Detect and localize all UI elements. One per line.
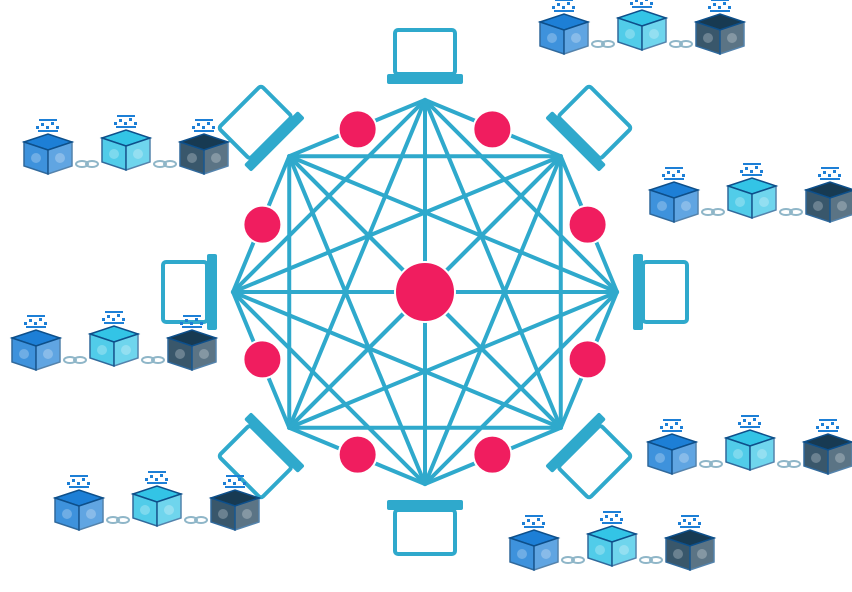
blockchain-block-icon <box>23 118 73 175</box>
blockchain-block-icon <box>54 474 104 531</box>
blockchain-block-icon <box>665 514 715 571</box>
blockchain-block-icon <box>803 418 852 475</box>
node-circle <box>337 434 378 475</box>
node-circle <box>472 434 513 475</box>
chain-link-icon <box>184 516 208 524</box>
node-circle <box>567 339 608 380</box>
node-circle <box>242 339 283 380</box>
blockchain-block-icon <box>805 166 852 223</box>
network-spoke <box>287 154 427 294</box>
blockchain-block-icon <box>132 470 182 527</box>
blockchain-group <box>649 162 852 223</box>
chain-link-icon <box>699 460 723 468</box>
chain-link-icon <box>106 516 130 524</box>
chain-link-icon <box>75 160 99 168</box>
chain-link-icon <box>153 160 177 168</box>
node-circle <box>337 109 378 150</box>
blockchain-block-icon <box>695 0 745 55</box>
blockchain-group <box>11 310 217 371</box>
network-edges <box>231 98 619 486</box>
center-node-circle <box>394 261 456 323</box>
blockchain-group <box>23 114 229 175</box>
blockchain-block-icon <box>101 114 151 171</box>
network-spoke <box>287 290 427 430</box>
network-spoke <box>423 154 563 294</box>
laptop-icon <box>631 252 689 332</box>
blockchain-block-icon <box>509 514 559 571</box>
chain-link-icon <box>561 556 585 564</box>
blockchain-block-icon <box>649 166 699 223</box>
blockchain-group <box>509 510 715 571</box>
blockchain-block-icon <box>617 0 667 51</box>
blockchain-block-icon <box>727 162 777 219</box>
laptop-icon <box>161 252 219 332</box>
laptop-icon <box>385 498 465 556</box>
blockchain-block-icon <box>725 414 775 471</box>
chain-link-icon <box>591 40 615 48</box>
node-circle <box>472 109 513 150</box>
chain-link-icon <box>141 356 165 364</box>
node-circle <box>242 204 283 245</box>
blockchain-block-icon <box>11 314 61 371</box>
chain-link-icon <box>779 208 803 216</box>
laptop-icon <box>385 28 465 86</box>
blockchain-group <box>54 470 260 531</box>
blockchain-block-icon <box>647 418 697 475</box>
network-spoke <box>423 290 563 430</box>
network-edge <box>287 154 427 486</box>
node-circle <box>567 204 608 245</box>
chain-link-icon <box>63 356 87 364</box>
network-edge <box>287 154 619 294</box>
chain-link-icon <box>639 556 663 564</box>
blockchain-block-icon <box>587 510 637 567</box>
network-nodes <box>242 109 608 475</box>
chain-link-icon <box>777 460 801 468</box>
chain-link-icon <box>701 208 725 216</box>
blockchain-block-icon <box>89 310 139 367</box>
blockchain-group <box>539 0 745 55</box>
chain-link-icon <box>669 40 693 48</box>
blockchain-group <box>647 414 852 475</box>
blockchain-block-icon <box>539 0 589 55</box>
